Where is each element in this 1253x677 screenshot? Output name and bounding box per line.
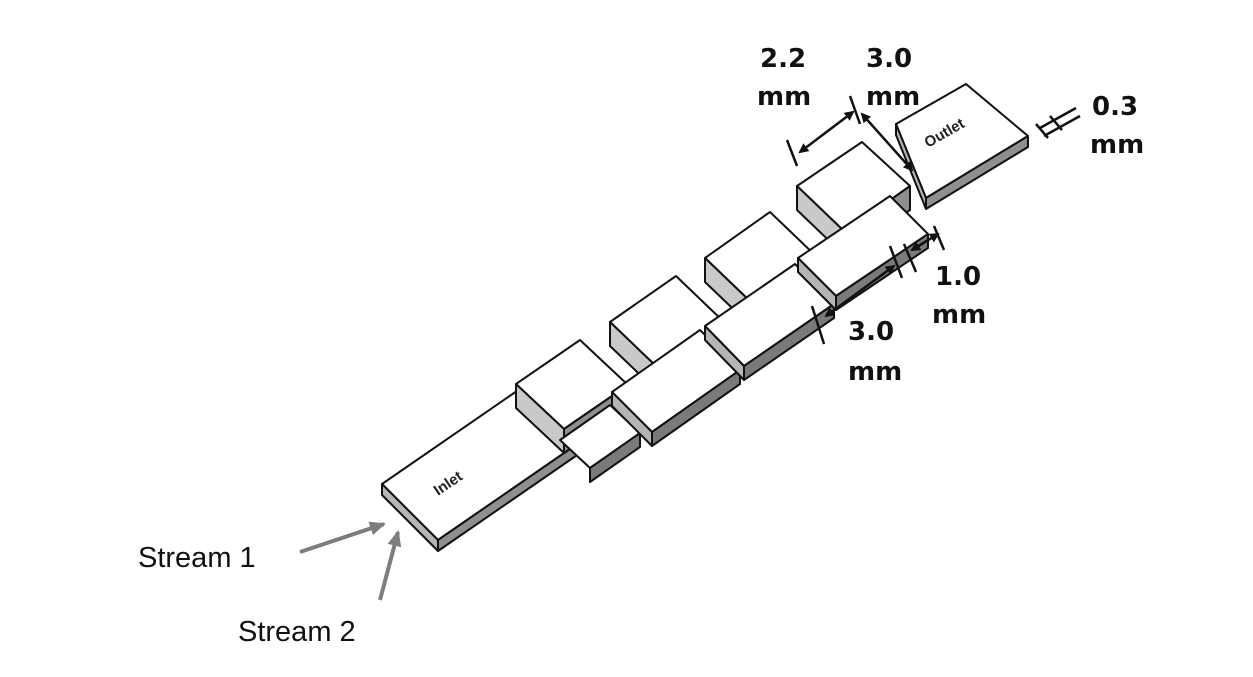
dim-arrow-2-2	[798, 110, 855, 154]
dim-tick-2-2-right	[848, 95, 862, 125]
dim-tick-3-0-left	[810, 305, 826, 345]
dim-value-0-3: 0.3	[1092, 92, 1138, 122]
stream-arrows	[299, 521, 402, 601]
dim-bar-0-3-top	[1039, 106, 1077, 130]
dim-label-0-3: 0.3 mm	[1090, 92, 1144, 160]
dim-value-1-0: 1.0	[935, 262, 981, 292]
dim-unit-2-2: mm	[757, 82, 811, 112]
dim-unit-1-0: mm	[932, 300, 986, 330]
dim-value-2-2: 2.2	[760, 44, 806, 74]
dimension-lines	[785, 95, 1081, 345]
dim-tick-3-0-right	[888, 245, 904, 279]
dim-value-3-0-bottom: 3.0	[848, 317, 894, 347]
dim-arrow-3-0-top	[860, 112, 914, 172]
dim-label-3-0-top: 3.0 mm	[866, 44, 920, 112]
stream-2-arrow	[378, 530, 402, 601]
dim-arrow-3-0-bottom	[824, 264, 896, 318]
dim-value-3-0-top: 3.0	[866, 44, 912, 74]
dim-tick-1-0-right	[932, 225, 946, 251]
dim-label-2-2: 2.2 mm	[757, 44, 811, 112]
dim-label-1-0: 1.0 mm	[932, 262, 986, 330]
stream-1-arrow	[299, 521, 386, 554]
dim-tick-2-2-left	[785, 139, 799, 167]
dim-tick-1-0-left	[902, 243, 918, 273]
mixing-block-2	[609, 275, 741, 447]
stream-1-label: Stream 1	[138, 542, 256, 574]
dim-unit-3-0-bottom: mm	[848, 357, 902, 387]
dim-label-3-0-bottom: 3.0 mm	[848, 317, 902, 387]
dim-arrow-1-0	[910, 232, 940, 252]
dim-unit-0-3: mm	[1090, 130, 1144, 160]
stream-2-label: Stream 2	[238, 616, 356, 648]
mixing-block-3	[704, 211, 835, 381]
dim-unit-3-0-top: mm	[866, 82, 920, 112]
dim-bar-0-3-bottom	[1043, 114, 1081, 138]
